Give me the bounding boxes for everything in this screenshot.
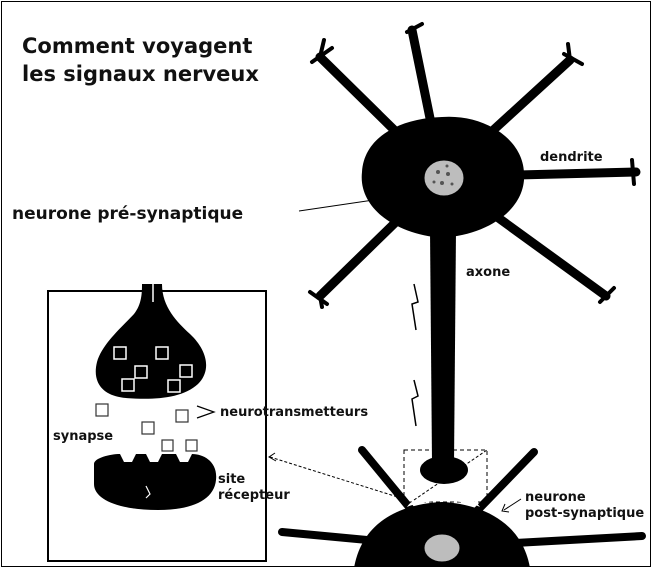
receptor-membrane (94, 454, 216, 510)
receptor-site-line-2: récepteur (218, 488, 290, 504)
pointer-lines (269, 195, 521, 512)
postsynaptic-line-2: post-synaptique (525, 506, 644, 522)
axon-terminal (96, 284, 206, 399)
signal-arrows (412, 284, 418, 426)
title-line-2: les signaux nerveux (22, 60, 259, 88)
dendrite-label: dendrite (540, 150, 603, 166)
title-line-1: Comment voyagent (22, 32, 259, 60)
diagram-title: Comment voyagent les signaux nerveux (22, 32, 259, 88)
postsynaptic-neuron-label: neurone post-synaptique (525, 490, 644, 522)
neurotransmitters-label: neurotransmetteurs (220, 405, 368, 421)
synapse-label: synapse (53, 429, 113, 445)
postsynaptic-nucleus (424, 534, 460, 562)
axon (420, 230, 468, 484)
axon-label: axone (466, 265, 510, 281)
neurotransmitter-pointer (197, 406, 214, 418)
presynaptic-neuron-label: neurone pré-synaptique (12, 204, 243, 224)
receptor-site-line-1: site (218, 472, 290, 488)
receptor-site-label: site récepteur (218, 472, 290, 504)
postsynaptic-line-1: neurone (525, 490, 644, 506)
